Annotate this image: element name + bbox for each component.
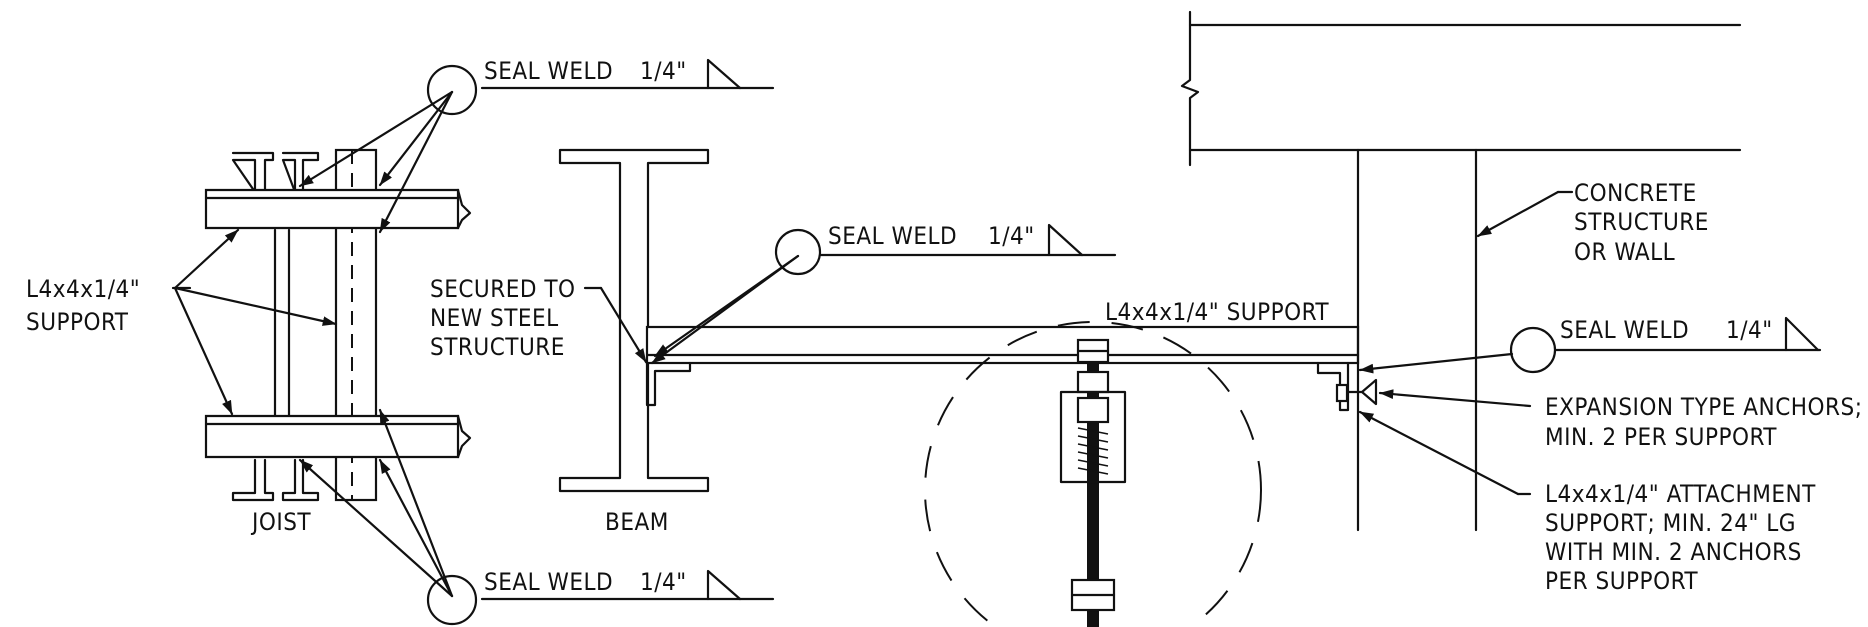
attach-label-2: SUPPORT; MIN. 24" LG [1545, 509, 1796, 537]
support-arrow-bottom [173, 286, 234, 416]
secured-label-1: SECURED TO [430, 275, 576, 303]
seal-weld-size-top-left: 1/4" [640, 57, 687, 85]
spring-housing [1059, 390, 1127, 484]
fillet-weld-symbol-top-left [706, 58, 742, 90]
concrete-arrow [1476, 190, 1560, 238]
attachment-arrow [1358, 410, 1520, 496]
weld-arrow-2 [378, 90, 454, 187]
attach-label-1: L4x4x1/4" ATTACHMENT [1545, 480, 1816, 508]
upper-nut [1076, 370, 1110, 394]
secured-label-3: STRUCTURE [430, 333, 565, 361]
top-horizontal-support-angle [204, 188, 460, 230]
seal-weld-size-bottom-left: 1/4" [640, 568, 687, 596]
bottom-break-mark [456, 414, 472, 459]
joist-label: JOIST [250, 508, 311, 536]
slab-break-line [1180, 10, 1200, 167]
seal-weld-label-mid: SEAL WELD [828, 222, 957, 250]
anchors-label-2: MIN. 2 PER SUPPORT [1545, 423, 1777, 451]
anchor-nut [1335, 383, 1349, 403]
attach-label-3: WITH MIN. 2 ANCHORS [1545, 538, 1802, 566]
seal-weld-label-top-left: SEAL WELD [484, 57, 613, 85]
horizontal-l-support [645, 325, 1360, 365]
attach-label-4: PER SUPPORT [1545, 567, 1698, 595]
beam-section [558, 148, 710, 493]
support-arrow-mid [173, 286, 338, 326]
weld-callout-circle-bottom-left [426, 574, 478, 626]
beam-label: BEAM [605, 508, 669, 536]
joist-top-chord-angles [231, 151, 320, 194]
seal-weld-label-right: SEAL WELD [1560, 316, 1689, 344]
seal-weld-size-mid: 1/4" [988, 222, 1035, 250]
weld-arrow-5 [378, 458, 454, 598]
anchors-arrow [1378, 389, 1532, 408]
weld-arrow-right [1358, 352, 1514, 374]
support-label-mid: L4x4x1/4" SUPPORT [1105, 298, 1329, 326]
spring-hanger [924, 321, 1262, 627]
support-arrow-top [173, 228, 240, 290]
concrete-label-2: STRUCTURE [1574, 208, 1709, 236]
expansion-anchor [1346, 378, 1378, 406]
seal-weld-label-bottom-left: SEAL WELD [484, 568, 613, 596]
weld-callout-circle-right [1509, 326, 1557, 374]
weld-callout-circle-mid [774, 228, 822, 276]
beam-clip-angle [645, 361, 692, 407]
concrete-structure [1180, 10, 1822, 532]
support-label-left-2: SUPPORT [26, 308, 129, 336]
anchors-label-1: EXPANSION TYPE ANCHORS; [1545, 393, 1863, 421]
weld-callout-circle-top-left [426, 64, 478, 116]
top-break-mark [456, 188, 472, 230]
fillet-weld-symbol-mid [1047, 223, 1084, 257]
weld-arrow-3 [378, 90, 454, 234]
concrete-label-1: CONCRETE [1574, 179, 1697, 207]
concrete-label-3: OR WALL [1574, 238, 1675, 266]
weld-arrow-mid-2 [653, 254, 800, 358]
spring-nut [1076, 396, 1110, 424]
joist-web-lines [273, 228, 291, 418]
pipe-outline-dashed [924, 321, 1262, 627]
joist-detail [171, 58, 775, 626]
secured-label-2: NEW STEEL [430, 304, 559, 332]
labels: SEAL WELD 1/4" SEAL WELD 1/4" SEAL WELD … [26, 57, 1863, 596]
fillet-weld-symbol-right [1784, 316, 1820, 352]
bottom-horizontal-support-angle [204, 414, 460, 459]
joist-bottom-chord-angles [231, 458, 320, 502]
weld-arrow-1 [298, 90, 454, 188]
spring-coils [1077, 427, 1109, 475]
weld-arrow-6 [378, 408, 454, 598]
seal-weld-size-right: 1/4" [1726, 316, 1773, 344]
fillet-weld-symbol-bottom-left [706, 569, 742, 601]
secured-arrow [599, 286, 648, 364]
support-label-left-1: L4x4x1/4" [26, 275, 140, 303]
weld-arrow-4 [298, 458, 454, 598]
